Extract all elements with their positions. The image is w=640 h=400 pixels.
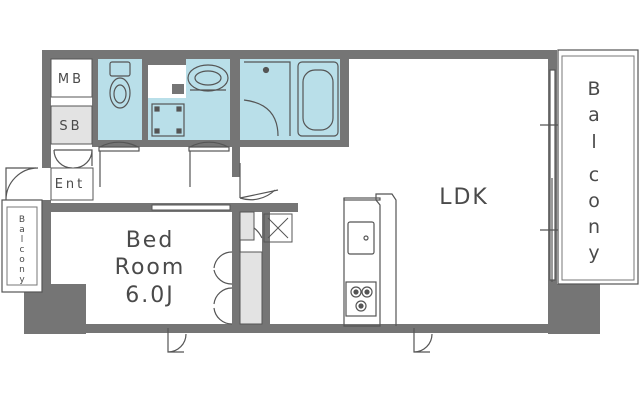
balcony-right-inner <box>561 55 635 281</box>
sink-icon <box>347 221 375 255</box>
stove-icon <box>345 281 377 317</box>
closet-doors <box>213 251 233 325</box>
bedroom-rail <box>151 204 231 211</box>
wall-bottom <box>86 324 548 333</box>
balcony-left-letter: y <box>19 275 25 285</box>
bath-vanity <box>243 61 291 137</box>
washing-machine-pan-icon <box>151 103 185 137</box>
wet-areas <box>98 58 340 140</box>
wall-left-upper <box>42 50 51 168</box>
wash-wall-nub <box>172 84 184 94</box>
bedroom-label-line3: 6.0J <box>125 283 174 308</box>
wall-pantry <box>262 212 270 324</box>
basin-counter-floor <box>186 58 230 140</box>
balcony-left-inner <box>6 206 38 286</box>
bathtub-icon <box>297 61 339 137</box>
wash-door <box>189 141 229 187</box>
mb-box <box>50 58 93 98</box>
ent-area <box>50 167 94 201</box>
balcony-right-letter: c <box>589 164 599 186</box>
toilet-room-floor <box>98 58 142 140</box>
ldk-window-door <box>413 328 433 353</box>
balcony-right-letter: y <box>588 242 599 264</box>
bedroom-window-door <box>167 328 187 353</box>
wall-corridor-left <box>232 147 240 177</box>
pantry-shelf <box>239 211 255 241</box>
kitchen-counter <box>343 193 397 327</box>
balcony-left-letter: c <box>20 245 25 255</box>
washbasin-icon <box>187 64 229 92</box>
toilet-door <box>99 141 139 187</box>
wall-basin-right <box>230 50 240 147</box>
balcony-left-letter: B <box>19 215 25 225</box>
balcony-left-letter: o <box>19 255 25 265</box>
balcony-right-letter: l <box>591 131 596 153</box>
balcony-right-letter: B <box>587 78 600 100</box>
balcony-left-label: B a l c o n y <box>19 215 25 285</box>
closet-shelf <box>239 251 263 325</box>
ldk-label: LDK <box>439 185 489 210</box>
balcony-right-letter: n <box>588 216 600 238</box>
balcony-right-letter: o <box>588 190 600 212</box>
wall-left-bedroom <box>42 200 51 285</box>
sb-box <box>50 105 93 145</box>
wall-top <box>42 50 555 59</box>
toilet-icon <box>109 61 131 109</box>
wall-toilet-right <box>142 50 148 147</box>
corridor-door <box>239 163 276 201</box>
ent-label: Ent <box>55 177 86 192</box>
wall-toilet-left <box>92 50 98 147</box>
wall-service-right <box>340 50 349 147</box>
entrance-door <box>5 167 39 201</box>
mb-label: MB <box>58 72 84 87</box>
doors <box>5 141 433 353</box>
exhaust-vent-icon <box>263 213 293 243</box>
wall-bedroom-right <box>232 212 240 324</box>
balcony-right-letter: a <box>588 104 600 126</box>
balcony-right-label: B a l c o n y <box>587 78 600 264</box>
balcony-left-letter: n <box>19 265 25 275</box>
balcony-right <box>557 49 639 285</box>
balcony-left <box>1 199 43 293</box>
bedroom-label-line2: Room <box>115 255 186 280</box>
balcony-left-letter: a <box>19 225 25 235</box>
bedroom-label-line1: Bed <box>126 228 175 253</box>
shoe-cabinet <box>53 149 93 169</box>
balcony-left-letter: l <box>21 235 24 245</box>
wall-wash-top <box>148 59 186 65</box>
sb-label: SB <box>59 119 82 134</box>
